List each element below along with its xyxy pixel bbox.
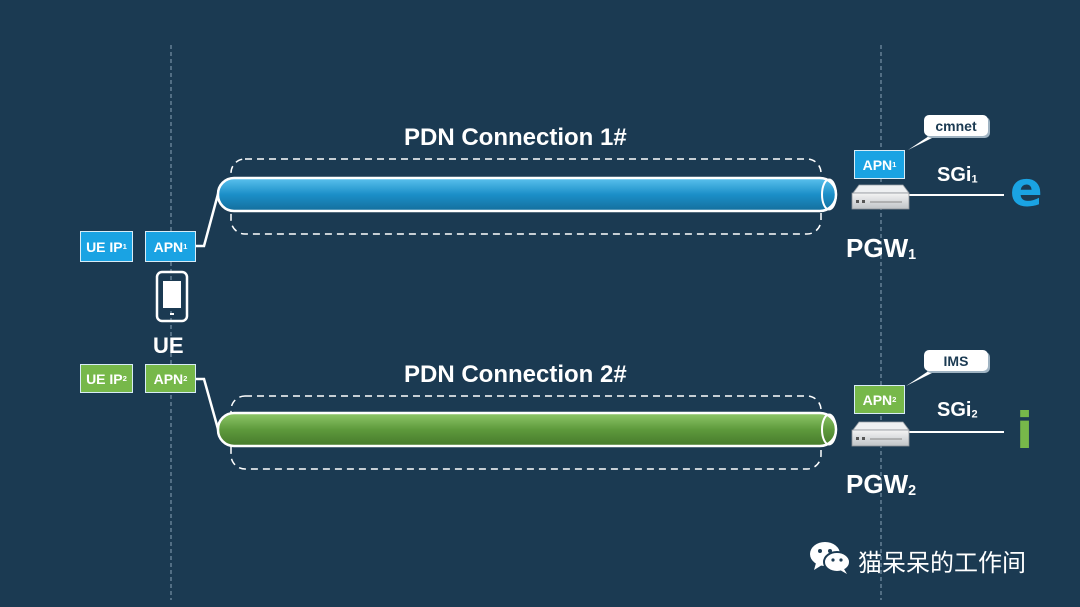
pgw2-sub: 2 xyxy=(908,483,917,500)
pgw1-apn-sub: 1 xyxy=(892,160,897,169)
internet-e-icon: e xyxy=(1010,162,1043,218)
pgw2-apn-sub: 2 xyxy=(892,395,897,404)
pgw2-server-icon xyxy=(851,421,910,447)
ue-ip1-sub: 1 xyxy=(122,242,127,251)
ue-apn1-text: APN xyxy=(153,238,184,255)
wechat-icon xyxy=(810,542,851,574)
pdn-connection-2-title: PDN Connection 2# xyxy=(404,361,627,388)
cmnet-callout: cmnet xyxy=(924,115,988,136)
sgi1-text: SGi xyxy=(937,164,972,186)
ims-i-icon: i xyxy=(1016,402,1034,460)
ue-apn2-text: APN xyxy=(153,370,184,387)
sgi2-text: SGi xyxy=(937,399,972,421)
pgw1-server-icon xyxy=(851,184,910,210)
ue-apn2-sub: 2 xyxy=(183,374,188,383)
ims-callout-pointer xyxy=(906,370,938,386)
pgw1-label: PGW1 xyxy=(846,233,916,264)
phone-icon xyxy=(155,270,189,323)
ue-ip1-text: UE IP xyxy=(86,238,123,255)
ue-ip2-text: UE IP xyxy=(86,370,123,387)
pdn-connection-1-title: PDN Connection 1# xyxy=(404,124,627,151)
cmnet-callout-pointer xyxy=(908,134,940,150)
pgw2-apn-text: APN xyxy=(862,391,893,408)
ue-apn1-sub: 1 xyxy=(183,242,188,251)
pdn-tunnel-1 xyxy=(216,158,838,235)
ue-ip2-sub: 2 xyxy=(122,374,127,383)
sgi2-label: SGi2 xyxy=(937,399,978,422)
sgi1-label: SGi1 xyxy=(937,164,978,187)
ue-to-tunnel2-line xyxy=(196,377,220,430)
pgw2-label: PGW2 xyxy=(846,469,916,500)
pgw1-apn-text: APN xyxy=(862,156,893,173)
ue-label: UE xyxy=(153,333,184,358)
pgw2-text: PGW xyxy=(846,469,909,499)
pgw1-sub: 1 xyxy=(908,247,917,264)
ims-callout: IMS xyxy=(924,350,988,371)
pgw1-text: PGW xyxy=(846,233,909,263)
sgi1-sub: 1 xyxy=(971,173,978,186)
pdn-tunnel-2 xyxy=(216,395,838,470)
watermark-text: 猫呆呆的工作间 xyxy=(858,549,1026,577)
sgi2-sub: 2 xyxy=(971,408,978,421)
ue-to-tunnel1-line xyxy=(196,193,220,248)
